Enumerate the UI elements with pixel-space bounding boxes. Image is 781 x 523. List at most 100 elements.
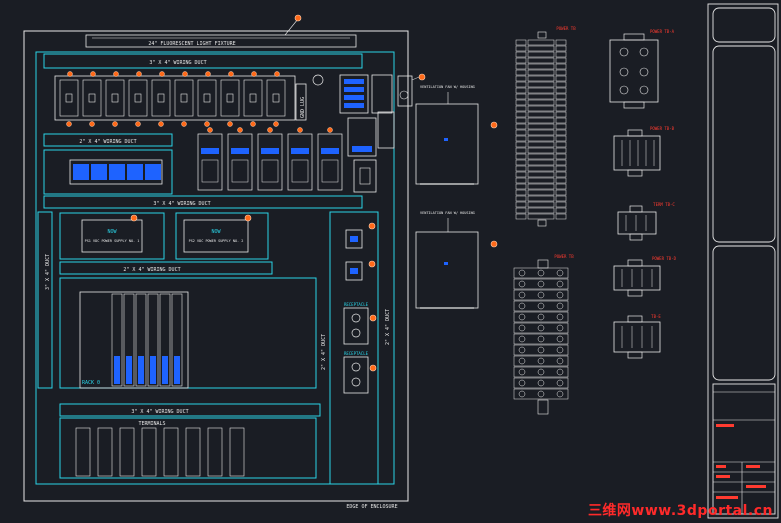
duct-third (43, 195, 363, 209)
receptacle-a (343, 307, 369, 345)
title-panel-3 (712, 245, 776, 381)
contactor (197, 127, 223, 191)
circuit-breaker (243, 71, 263, 127)
terminal-segment (513, 377, 569, 389)
duct-second-label: 2" X 4" WIRING DUCT (79, 139, 136, 145)
power-supply-a-label: PS1 VDC POWER SUPPLY NO. 1 (85, 239, 140, 243)
terminal-segment (513, 322, 569, 334)
detail-4-label: POWER TB-D (652, 256, 677, 261)
rack-card (123, 293, 135, 387)
side-device-lower-label: VENTILATION FAN W/ HOUSING (420, 211, 475, 215)
circuit-breaker (59, 71, 79, 127)
callout-bubble (205, 71, 211, 77)
terminal-segment (513, 344, 569, 356)
circuit-breaker (82, 71, 102, 127)
callout-bubble (89, 121, 95, 127)
terminal-segment (513, 289, 569, 301)
terminal-segment (515, 99, 567, 106)
terminal-slot (207, 427, 223, 477)
contactor (287, 127, 313, 191)
duct-top-label: 3" X 4" WIRING DUCT (149, 60, 206, 66)
terminal-segment (513, 311, 569, 323)
tb-strip-top (515, 31, 567, 227)
terminal-segment (513, 300, 569, 312)
callout-bubble (273, 121, 279, 127)
terminal-segment (513, 278, 569, 290)
terminal-segment (515, 105, 567, 112)
terminal-segment (515, 117, 567, 124)
callout-bubble (181, 121, 187, 127)
ground-bar (295, 83, 307, 121)
duct-third-label: 3" X 4" WIRING DUCT (153, 201, 210, 207)
terminal-segment (515, 57, 567, 64)
callout-bubble (267, 127, 273, 133)
receptacle-b (343, 356, 369, 394)
callout-bubble (130, 214, 138, 222)
terminal-segment (515, 45, 567, 52)
callout-bubble (136, 71, 142, 77)
terminal-segment (513, 355, 569, 367)
duct-fifth (59, 403, 321, 417)
tb-strip-top-label: POWER TB (556, 26, 576, 31)
contactor (227, 127, 253, 191)
side-device-lower: VENTILATION FAN W/ HOUSING (415, 211, 479, 309)
title-panel-1 (712, 7, 776, 43)
terminal-segment (513, 388, 569, 400)
power-supply-a: NOW PS1 VDC POWER SUPPLY NO. 1 (59, 212, 165, 260)
terminal-segment (515, 189, 567, 196)
terminal-segment (515, 129, 567, 136)
terminal-segment (515, 123, 567, 130)
duct-fourth-label: 2" X 4" WIRING DUCT (123, 267, 180, 273)
terminal-slot (75, 427, 91, 477)
callout-bubble (182, 71, 188, 77)
detail-1-label: POWER TB-A (650, 29, 675, 34)
terminals-block: TERMINALS (59, 417, 317, 479)
circuit-breaker (151, 71, 171, 127)
callout-bubble (274, 71, 280, 77)
duct-right-vertical-label-a: 2" X 4" DUCT (321, 334, 327, 370)
callout-bubble (490, 240, 498, 248)
relay-block-small (377, 111, 395, 149)
rack-card (159, 293, 171, 387)
terminal-segment (515, 93, 567, 100)
duct-top (43, 53, 363, 69)
module-row (43, 149, 173, 195)
rack-card (147, 293, 159, 387)
receptacle-a-label: RECEPTACLE (344, 302, 369, 307)
callout-bubble (294, 14, 302, 22)
circuit-breaker (220, 71, 240, 127)
terminal-segment (515, 213, 567, 220)
detail-3 (617, 205, 657, 241)
disconnect-switch (353, 159, 377, 193)
terminal-segment (515, 69, 567, 76)
duct-left-vertical-label: 3" X 4" DUCT (45, 254, 51, 290)
terminals-label: TERMINALS (138, 421, 165, 427)
rack-label: RACK 0 (82, 380, 100, 386)
terminal-slot (229, 427, 245, 477)
terminal-segment (515, 207, 567, 214)
indicator-a (345, 229, 363, 249)
callout-bubble (368, 222, 376, 230)
detail-1 (609, 33, 659, 109)
terminal-segment (515, 183, 567, 190)
edge-of-enclosure-label: EDGE OF ENCLOSURE (346, 504, 397, 510)
detail-5-label: TB-E (651, 314, 661, 319)
terminal-segment (513, 366, 569, 378)
light-fixture-label: 24" FLUORESCENT LIGHT FIXTURE (148, 41, 235, 47)
duct-right-vertical-label-b: 2" X 4" DUCT (385, 309, 391, 345)
relay-cluster (339, 74, 413, 114)
callout-bubble (237, 127, 243, 133)
terminal-segment (515, 75, 567, 82)
watermark: 三维网www.3dportal.cn (587, 503, 773, 519)
plc-rack: RACK 0 (59, 277, 317, 389)
terminal-segment (515, 111, 567, 118)
terminal-segment (515, 51, 567, 58)
circuit-breaker (266, 71, 286, 127)
duct-fourth (59, 261, 273, 275)
circuit-breaker (197, 71, 217, 127)
callout-bubble (250, 121, 256, 127)
rack-card (135, 293, 147, 387)
terminal-segment (515, 141, 567, 148)
terminal-slot (185, 427, 201, 477)
